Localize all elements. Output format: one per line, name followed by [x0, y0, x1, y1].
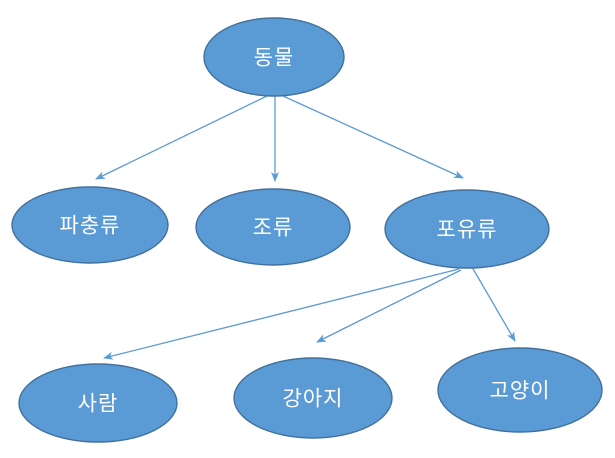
- node-person-ellipse: [18, 363, 178, 443]
- node-person: 사람: [18, 363, 178, 443]
- node-mammals-label: 포유류: [437, 219, 498, 242]
- node-mammals: 포유류: [384, 189, 550, 269]
- node-cat-label: 고양이: [490, 380, 551, 403]
- node-person-label: 사람: [78, 393, 119, 416]
- edge-animal-reptiles: [95, 95, 268, 180]
- edge-mammals-person: [103, 268, 460, 360]
- edge-animal-mammals: [282, 95, 464, 179]
- node-cat-ellipse: [437, 347, 603, 433]
- node-puppy-ellipse: [233, 357, 393, 439]
- node-animal-label: 동물: [254, 47, 295, 70]
- node-reptiles-label: 파충류: [60, 215, 121, 238]
- node-birds: 조류: [195, 188, 351, 266]
- edge-mammals-cat: [471, 266, 516, 342]
- node-reptiles: 파충류: [11, 186, 169, 264]
- node-cat: 고양이: [437, 347, 603, 433]
- node-mammals-ellipse: [384, 189, 550, 269]
- node-birds-label: 조류: [253, 217, 294, 240]
- node-reptiles-ellipse: [11, 186, 169, 264]
- node-animal-ellipse: [203, 17, 345, 97]
- node-animal: 동물: [203, 17, 345, 97]
- node-birds-ellipse: [195, 188, 351, 266]
- edge-mammals-puppy: [316, 269, 462, 343]
- node-puppy-label: 강아지: [283, 388, 344, 411]
- node-puppy: 강아지: [233, 357, 393, 439]
